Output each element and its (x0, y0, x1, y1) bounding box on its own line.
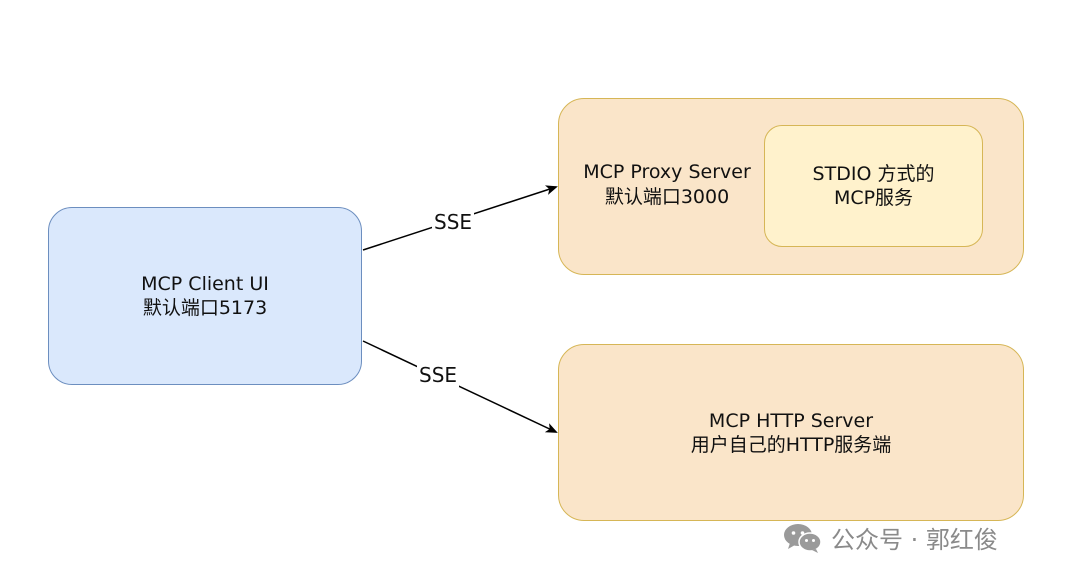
wechat-icon (784, 523, 822, 553)
http-server-node: MCP HTTP Server 用户自己的HTTP服务端 (558, 344, 1024, 521)
stdio-title: STDIO 方式的 (812, 163, 935, 185)
edge-label-sse-proxy: SSE (432, 210, 475, 234)
edge-label-sse-http: SSE (417, 363, 460, 387)
stdio-service-node: STDIO 方式的 MCP服务 (764, 125, 983, 247)
stdio-subtitle: MCP服务 (833, 187, 914, 209)
proxy-title: MCP Proxy Server (583, 161, 751, 183)
edge-client-to-http (362, 340, 558, 433)
http-title: MCP HTTP Server (708, 409, 874, 432)
client-node: MCP Client UI 默认端口5173 (48, 207, 362, 385)
watermark-text: 公众号 · 郭红俊 (831, 526, 998, 554)
client-port: 默认端口5173 (142, 297, 268, 319)
client-title: MCP Client UI (141, 273, 269, 295)
http-subtitle: 用户自己的HTTP服务端 (690, 433, 892, 456)
watermark: 公众号 · 郭红俊 (783, 520, 998, 555)
proxy-port: 默认端口3000 (604, 186, 730, 208)
proxy-server-label: MCP Proxy Server 默认端口3000 (572, 160, 762, 210)
